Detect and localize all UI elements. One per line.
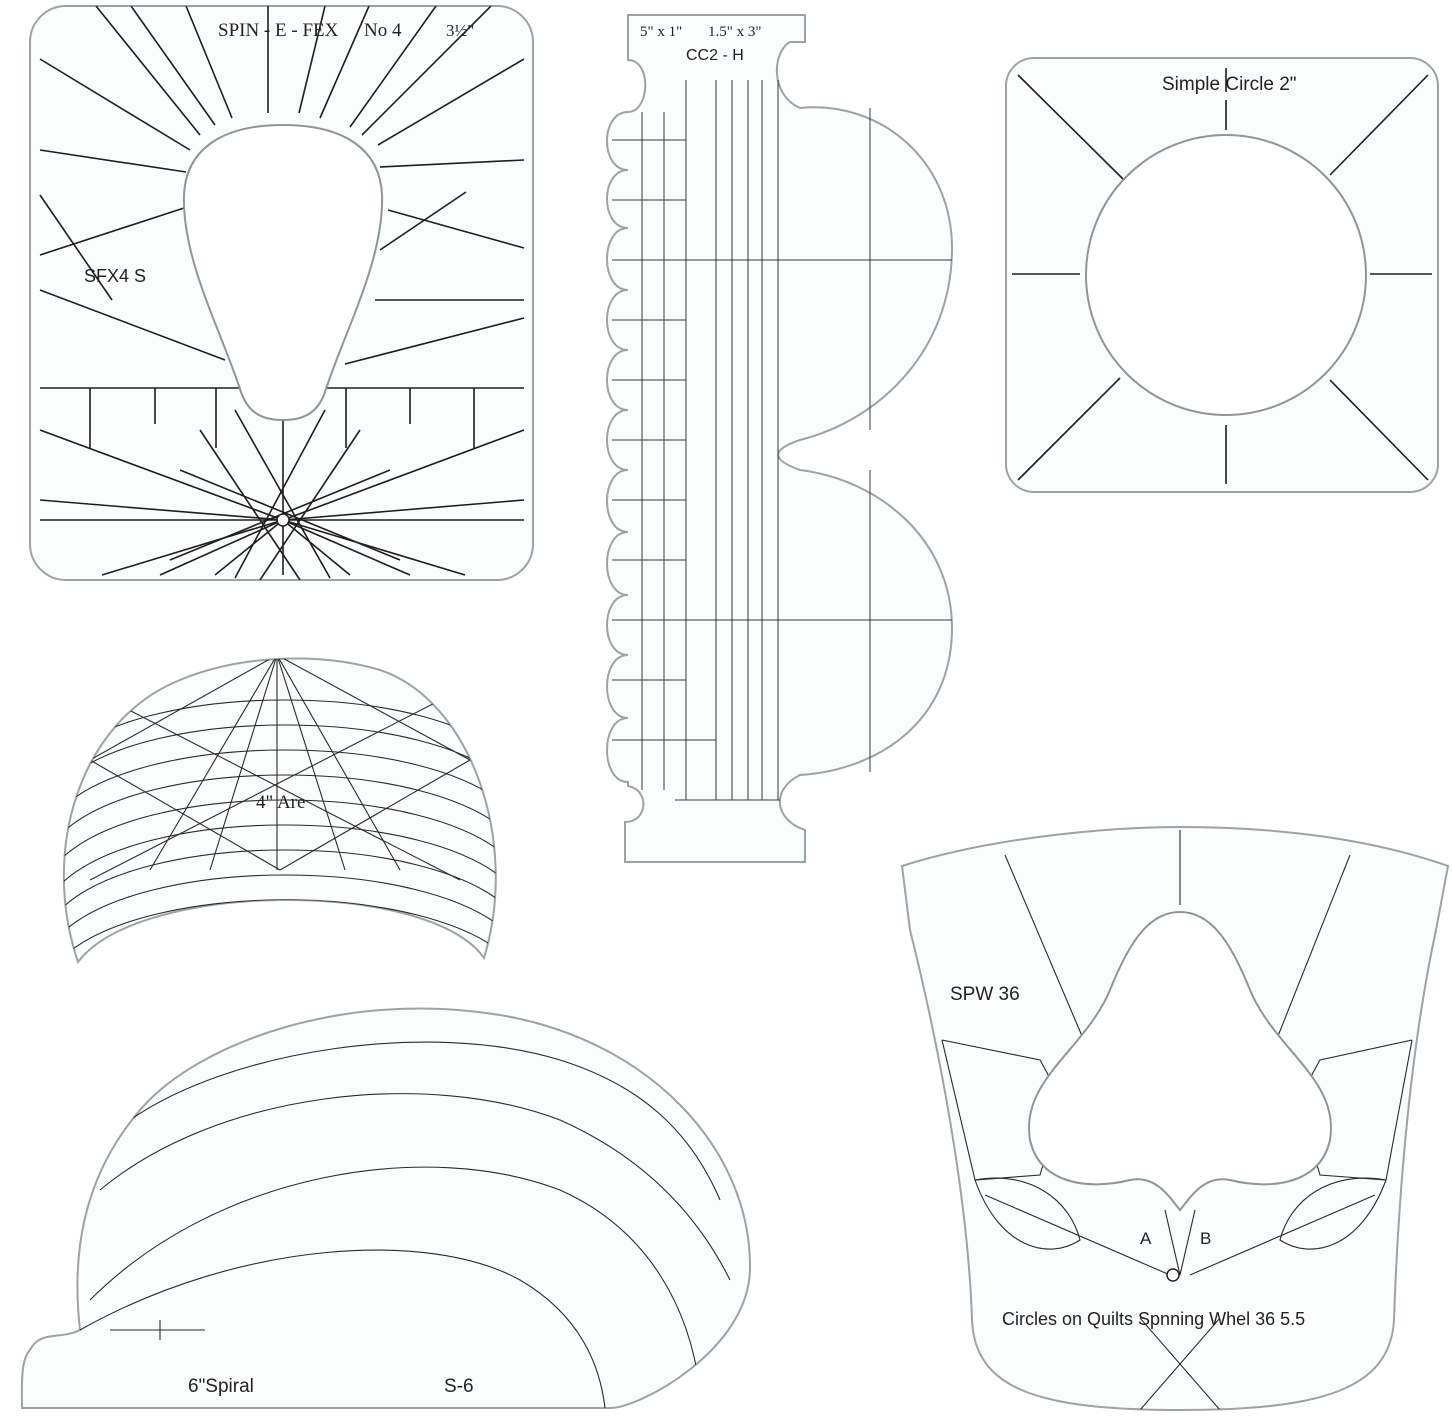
arc-label: 4" Are [256, 792, 305, 813]
wheel-teardrop-cutout [1027, 910, 1333, 1212]
spiral-ruler: 6"Spiral S-6 [20, 1007, 752, 1409]
cc2-h-size-right: 1.5" x 3" [708, 24, 762, 40]
spin-e-fex-title: SPIN - E - FEX [218, 20, 339, 41]
teardrop-cutout [182, 123, 384, 422]
spin-e-fex-number: No 4 [364, 20, 402, 41]
spiral-label: 6"Spiral [188, 1376, 254, 1397]
cc2-h-size-left: 5" x 1" [640, 24, 682, 40]
spin-e-fex-code: SFX4 S [84, 266, 146, 286]
center-pivot-hole [276, 513, 290, 527]
spin-e-fex-ruler: SPIN - E - FEX No 4 3½" SFX4 S [29, 5, 534, 581]
simple-circle-title: Simple Circle 2" [1162, 74, 1297, 95]
wheel-caption: Circles on Quilts Spnning Whel 36 5.5 [1002, 1309, 1305, 1329]
spinning-wheel-ruler: SPW 36 A B Circles on Quilts Spnning Whe… [900, 825, 1450, 1412]
wheel-marker-b: B [1200, 1229, 1211, 1248]
circle-cutout [1085, 134, 1367, 416]
arc-ruler: 4" Are [62, 657, 497, 965]
cc2-h-code: CC2 - H [686, 47, 744, 64]
wheel-pivot-hole [1166, 1268, 1180, 1282]
spiral-code: S-6 [444, 1376, 474, 1397]
spin-e-fex-size: 3½" [446, 21, 474, 40]
wheel-marker-a: A [1140, 1229, 1152, 1248]
simple-circle-ruler: Simple Circle 2" [1005, 57, 1439, 493]
cc2-h-ruler: 5" x 1" 1.5" x 3" CC2 - H [606, 14, 954, 863]
wheel-code: SPW 36 [950, 984, 1020, 1005]
